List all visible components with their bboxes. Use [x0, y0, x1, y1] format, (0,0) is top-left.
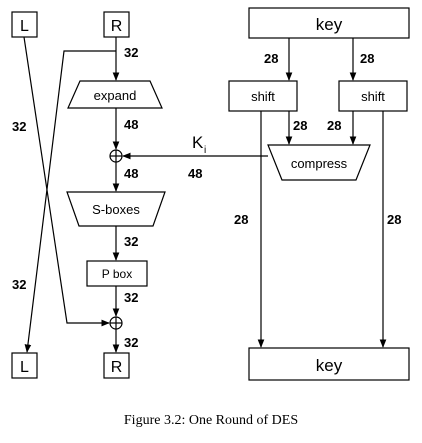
pbox-label: P box: [102, 267, 132, 281]
connector-lines: [23, 36, 387, 353]
label-shift-left-to-compress: 28: [293, 118, 307, 133]
label-cross-left-upper: 32: [12, 119, 26, 134]
r-bottom-box: R: [103, 352, 130, 379]
l-bottom-box: L: [11, 352, 38, 379]
r-bottom-label: R: [111, 359, 123, 376]
label-expand-out: 48: [124, 117, 138, 132]
figure-caption: Figure 3.2: One Round of DES: [124, 413, 298, 428]
r-top-box: R: [103, 11, 130, 38]
label-cross-left-lower: 32: [12, 277, 26, 292]
label-key-to-shift-right: 28: [360, 51, 374, 66]
compress-label: compress: [291, 156, 348, 171]
subkey-label: K i: [192, 133, 206, 156]
sboxes-box: S-boxes: [66, 191, 166, 227]
r-top-label: R: [111, 18, 123, 35]
label-shift-right-to-compress: 28: [327, 118, 341, 133]
l-top-label: L: [20, 18, 29, 35]
key-top-label: key: [316, 15, 343, 34]
arrow-l-to-xor: [23, 36, 110, 327]
expand-box: expand: [67, 80, 163, 109]
key-top-box: key: [248, 7, 410, 39]
xor-node-top: [109, 149, 123, 163]
label-sbox-out: 32: [124, 234, 138, 249]
l-bottom-label: L: [20, 359, 29, 376]
shift-right-label: shift: [361, 89, 385, 104]
key-bottom-label: key: [316, 356, 343, 375]
xor-node-bottom: [109, 316, 123, 330]
pbox-box: P box: [86, 260, 148, 287]
label-xor-out: 48: [124, 166, 138, 181]
label-r-to-expand: 32: [124, 45, 138, 60]
width-labels: 32 32 48 48 32 32 32 32 28 28 28 28 28 2…: [12, 45, 401, 350]
l-top-box: L: [11, 11, 38, 38]
label-key-to-shift-left: 28: [264, 51, 278, 66]
shift-left-box: shift: [228, 80, 298, 112]
label-subkey-width: 48: [188, 166, 202, 181]
expand-label: expand: [94, 88, 137, 103]
key-bottom-box: key: [248, 347, 410, 381]
shift-left-label: shift: [251, 89, 275, 104]
label-xor2-out: 32: [124, 335, 138, 350]
shift-right-box: shift: [338, 80, 408, 112]
label-right-down-28: 28: [387, 212, 401, 227]
arrow-r-to-l-bottom: [24, 50, 116, 353]
subkey-index: i: [204, 145, 206, 156]
label-left-down-28: 28: [234, 212, 248, 227]
compress-box: compress: [267, 144, 371, 181]
label-pbox-out: 32: [124, 290, 138, 305]
subkey-symbol: K: [192, 133, 204, 152]
sboxes-label: S-boxes: [92, 202, 140, 217]
